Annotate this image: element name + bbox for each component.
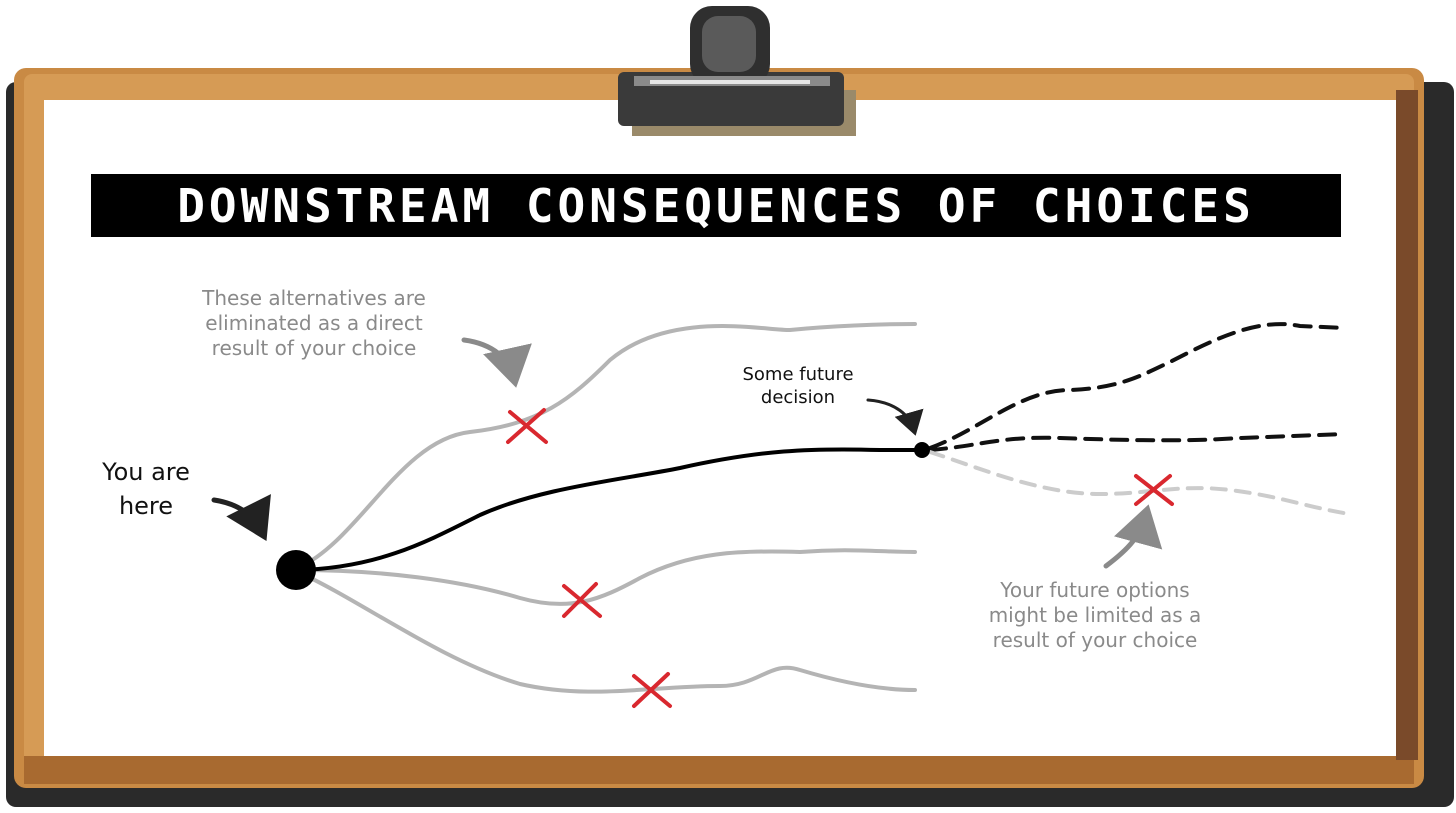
path-future-middle (928, 432, 1347, 452)
annotation-line: You are (102, 458, 190, 486)
x-mark-icon (632, 672, 672, 708)
curved-arrow-icon (866, 398, 924, 436)
annotation-line: Your future options (1000, 578, 1190, 602)
you-are-here-dot (276, 550, 316, 590)
annotation-line: result of your choice (992, 628, 1198, 652)
annotation-you-are-here: You are here (86, 456, 206, 523)
page-title: DOWNSTREAM CONSEQUENCES OF CHOICES (177, 178, 1255, 233)
x-mark-icon (506, 408, 548, 444)
future-decision-dot (914, 442, 930, 458)
annotation-line: here (118, 491, 174, 520)
curved-arrow-icon (211, 493, 271, 541)
annotation-line: eliminated as a direct (205, 311, 423, 335)
annotation-line: might be limited as a (988, 603, 1202, 627)
curved-arrow-icon (1103, 504, 1163, 569)
board-frame-bottom (24, 756, 1414, 784)
annotation-line: Some future (742, 364, 854, 385)
path-chosen (296, 447, 924, 572)
annotation-future-options: Your future options might be limited as … (962, 578, 1228, 653)
annotation-line: These alternatives are (202, 286, 426, 310)
annotation-line: decision (760, 386, 836, 408)
annotation-alternatives: These alternatives are eliminated as a d… (172, 286, 456, 361)
annotation-line: result of your choice (211, 336, 417, 360)
annotation-future-decision: Some future decision (724, 364, 872, 409)
path-eliminated-middle (296, 548, 917, 606)
x-mark-icon (562, 582, 602, 618)
path-eliminated-top (296, 322, 917, 570)
path-eliminated-bottom (296, 570, 917, 694)
board-frame-right (1396, 90, 1418, 760)
x-mark-icon (1134, 474, 1174, 506)
title-bar: DOWNSTREAM CONSEQUENCES OF CHOICES (91, 174, 1341, 237)
curved-arrow-icon (461, 337, 532, 388)
clipboard-clip-icon (618, 6, 856, 136)
path-future-top (928, 322, 1347, 450)
